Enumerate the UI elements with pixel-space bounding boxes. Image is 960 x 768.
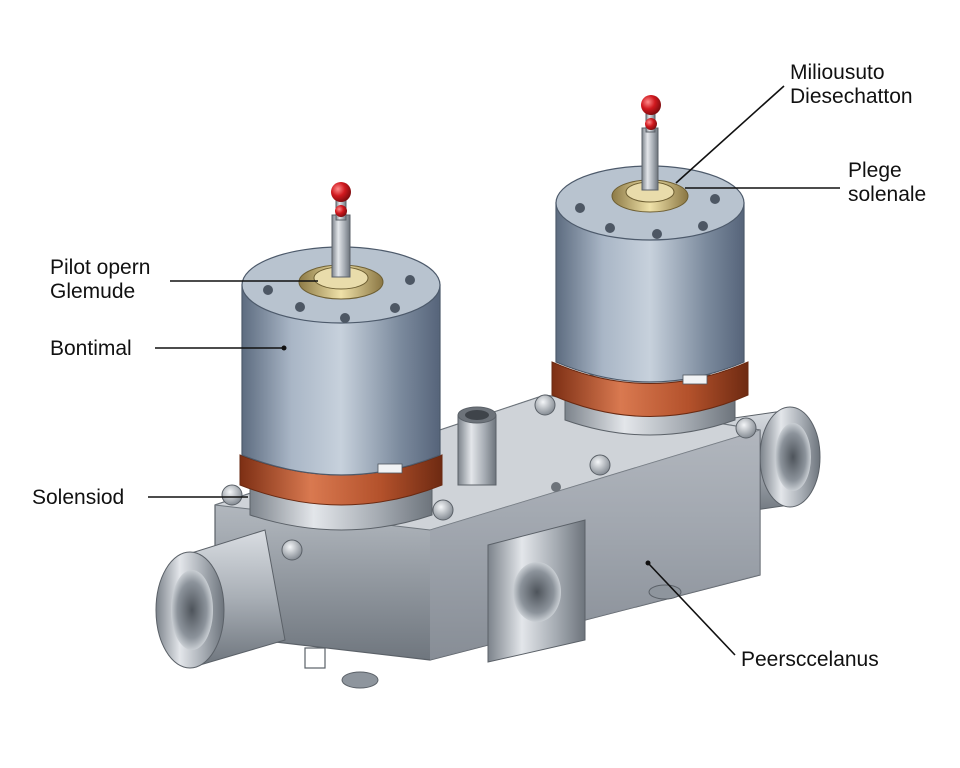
right-solenoid: [551, 95, 749, 436]
left-solenoid: [239, 182, 443, 531]
label-bontimal-text: Bontimal: [50, 337, 132, 360]
label-solensiod: Solensiod: [32, 486, 124, 510]
label-miliousuto-line1: Miliousuto: [790, 61, 885, 84]
label-miliousuto: Miliousuto Diesechatton: [790, 61, 913, 109]
label-plege-line2: solenale: [848, 183, 927, 206]
label-solensiod-text: Solensiod: [32, 486, 125, 509]
label-pilot-open-line1: Pilot opern: [50, 256, 151, 279]
label-miliousuto-line2: Diesechatton: [790, 85, 913, 108]
label-bontimal: Bontimal: [50, 337, 132, 361]
label-pilot-open-line2: Glemude: [50, 280, 136, 303]
leader-lines: [148, 85, 840, 656]
left-pipe-port: [155, 529, 286, 669]
label-peerscc: Peersccelanus: [741, 648, 879, 672]
leader-miliousuto: [675, 85, 785, 184]
label-pilot-open: Pilot opern Glemude: [50, 256, 150, 304]
label-peerscc-text: Peersccelanus: [741, 648, 879, 671]
leader-peerscc: [647, 562, 736, 656]
label-plege-line1: Plege: [848, 159, 902, 182]
hex-bolts: [221, 394, 757, 561]
label-plege: Plege solenale: [848, 159, 926, 207]
